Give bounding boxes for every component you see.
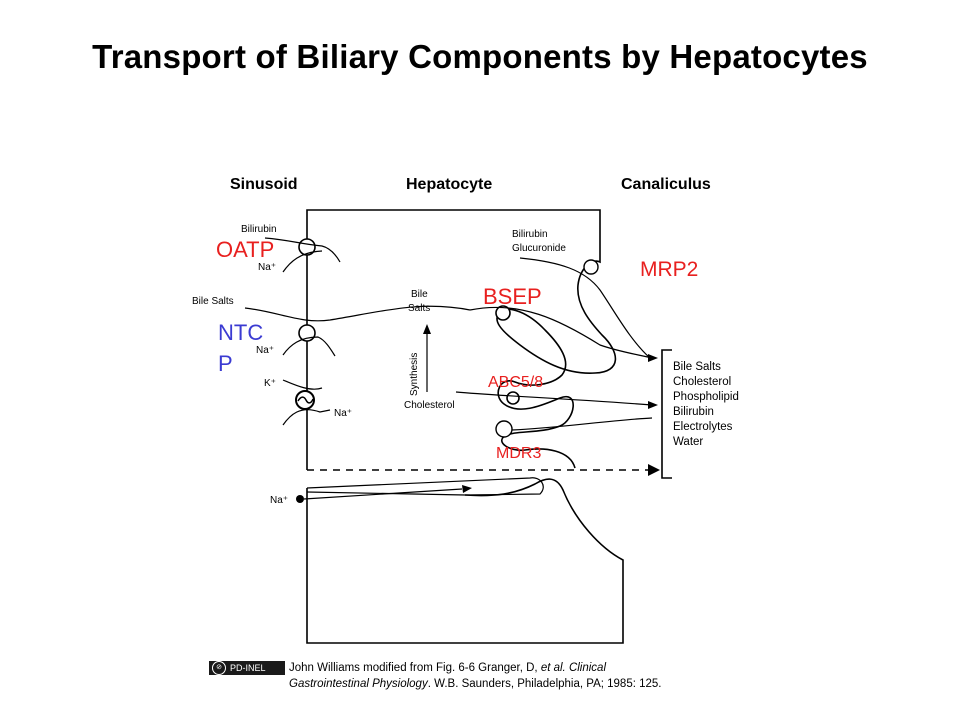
- label-bile-salts-in: Bile Salts: [192, 296, 234, 307]
- label-k: K⁺: [264, 378, 276, 389]
- page-title: Transport of Biliary Components by Hepat…: [92, 38, 868, 75]
- label-na-pump: Na⁺: [334, 408, 352, 419]
- na-pump-arrow: [282, 409, 331, 426]
- header-hepatocyte: Hepatocyte: [406, 176, 492, 193]
- label-bile-salts-cell-1: Bile: [411, 289, 428, 300]
- cholesterol-efflux-arrow: [455, 391, 653, 406]
- label-na-ntcp: Na⁺: [256, 345, 274, 356]
- bile-salts-uptake-arrow: [244, 305, 471, 322]
- na-dot: [296, 495, 304, 503]
- transporter-mrp2: MRP2: [640, 258, 698, 281]
- transporter-abc58: ABC5/8: [488, 374, 543, 391]
- credit-line1-plain: John Williams modified from Fig. 6-6 Gra…: [289, 662, 541, 674]
- na-k-pump-circle: [295, 390, 315, 410]
- synthesis-arrowhead: [423, 324, 431, 334]
- label-bilirubin-glucuronide-1: Bilirubin: [512, 229, 548, 240]
- k-arrow: [282, 379, 323, 390]
- label-bilirubin-glucuronide-2: Glucuronide: [512, 243, 566, 254]
- transporter-ntcp-line1: NTC: [218, 320, 263, 345]
- lower-hepatocyte-outline: [306, 478, 624, 644]
- pump-symbol-icon: [297, 396, 314, 404]
- bsep-transporter-circle: [495, 305, 511, 321]
- paracellular-arrowhead: [648, 464, 660, 476]
- label-synthesis: Synthesis: [409, 353, 420, 396]
- credit-line2-italic: Gastrointestinal Physiology: [289, 678, 428, 690]
- bile-bracket: [661, 349, 672, 479]
- label-na-bottom: Na⁺: [270, 495, 288, 506]
- bile-component: Phospholipid: [673, 391, 739, 403]
- license-badge: ⊘ PD-INEL: [209, 661, 285, 675]
- bile-component: Bilirubin: [673, 406, 714, 418]
- upper-hepatocyte-outline: [306, 209, 617, 470]
- label-bilirubin: Bilirubin: [241, 224, 277, 235]
- transporter-mdr3: MDR3: [496, 445, 541, 462]
- transporter-bsep: BSEP: [483, 284, 542, 309]
- oatp-bilirubin-arrow: [264, 237, 341, 263]
- bile-component: Bile Salts: [673, 361, 721, 373]
- license-icon: ⊘: [212, 661, 226, 675]
- bsep-bile-salts-arrow: [469, 306, 653, 359]
- label-cholesterol: Cholesterol: [404, 400, 455, 411]
- tight-junction: [306, 477, 544, 496]
- credit-line2-plain: . W.B. Saunders, Philadelphia, PA; 1985:…: [427, 678, 662, 690]
- oatp-na-arrow: [282, 250, 323, 273]
- ntcp-na-arrow: [282, 336, 336, 357]
- label-bile-salts-cell-2: Salts: [408, 303, 430, 314]
- mrp2-transporter-circle: [583, 259, 599, 275]
- mdr3-transporter-circle: [495, 420, 513, 438]
- header-canaliculus: Canaliculus: [621, 176, 711, 193]
- mdr3-arrow: [511, 417, 653, 431]
- na-inflow-arrowhead: [462, 485, 472, 493]
- transporter-ntcp-line2: P: [218, 351, 233, 376]
- attribution-credit: John Williams modified from Fig. 6-6 Gra…: [289, 660, 759, 692]
- na-inflow-line: [303, 488, 463, 500]
- license-badge-label: PD-INEL: [230, 663, 266, 673]
- abc58-arrowhead: [648, 401, 658, 409]
- credit-line1-italic: et al. Clinical: [540, 662, 607, 674]
- transporter-oatp: OATP: [216, 237, 274, 262]
- mrp2-bilirubin-arrow: [519, 257, 651, 359]
- bile-component: Cholesterol: [673, 376, 731, 388]
- header-sinusoid: Sinusoid: [230, 176, 298, 193]
- bile-component: Water: [673, 436, 703, 448]
- label-na-oatp: Na⁺: [258, 262, 276, 273]
- bile-component: Electrolytes: [673, 421, 733, 433]
- abc58-transporter-circle: [506, 391, 520, 405]
- bsep-arrowhead: [648, 354, 658, 362]
